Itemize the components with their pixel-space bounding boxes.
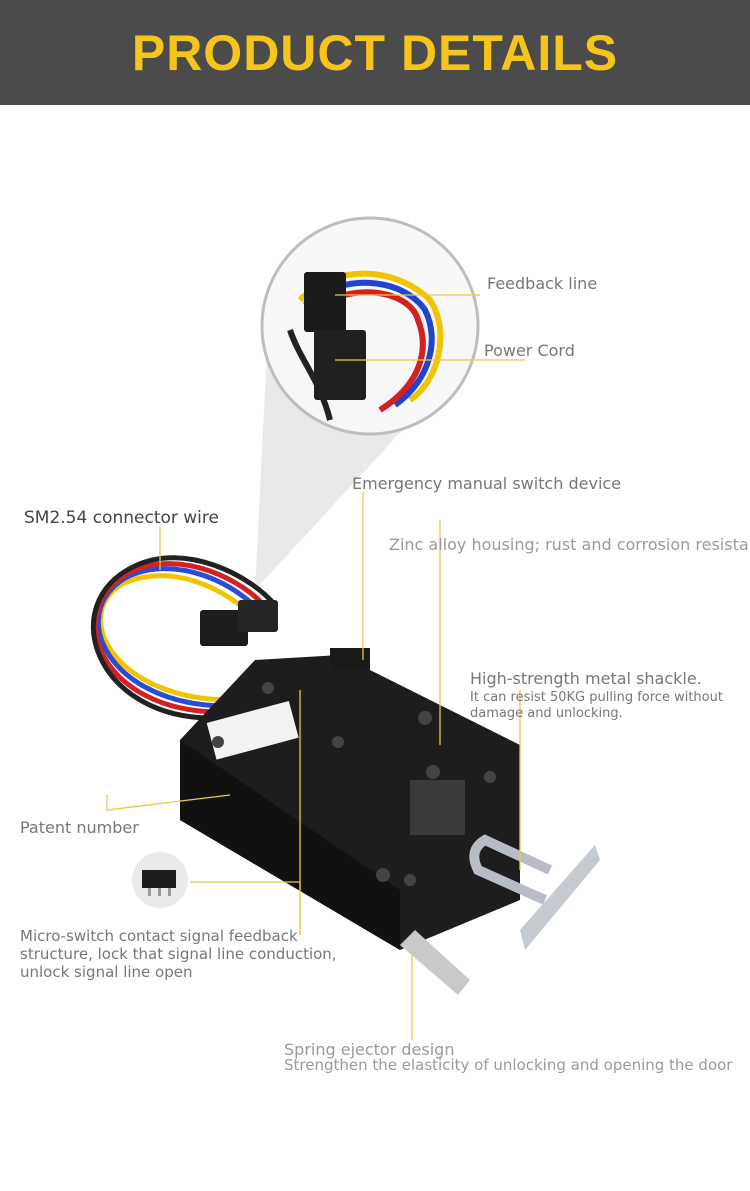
label-micro-switch-3: unlock signal line open — [20, 963, 193, 981]
connector-wires — [90, 555, 278, 721]
label-connector-wire: SM2.54 connector wire — [24, 508, 219, 528]
label-patent-number: Patent number — [20, 818, 139, 837]
label-feedback-line: Feedback line — [487, 274, 598, 293]
label-spring-ejector-1: Spring ejector design — [284, 1040, 455, 1059]
metal-shackle — [469, 834, 600, 950]
label-shackle-title: High-strength metal shackle. — [470, 669, 702, 688]
label-zinc-housing: Zinc alloy housing; rust and corrosion r… — [389, 535, 750, 554]
micro-switch-thumbnail — [132, 852, 188, 908]
label-shackle-desc-1: It can resist 50KG pulling force without — [470, 690, 723, 705]
lock-body — [180, 648, 520, 950]
label-micro-switch-1: Micro-switch contact signal feedback — [20, 927, 298, 945]
page-title: PRODUCT DETAILS — [131, 24, 619, 81]
header-banner: PRODUCT DETAILS — [0, 0, 750, 105]
label-micro-switch-2: structure, lock that signal line conduct… — [20, 945, 337, 963]
spring-ejector — [400, 930, 470, 995]
label-spring-ejector-2: Strengthen the elasticity of unlocking a… — [284, 1056, 733, 1074]
label-emergency-switch: Emergency manual switch device — [352, 474, 622, 493]
leader-lines — [106, 294, 525, 1040]
zoom-circle — [260, 216, 480, 436]
label-shackle-desc-2: damage and unlocking. — [470, 706, 623, 721]
label-power-cord: Power Cord — [484, 341, 575, 360]
